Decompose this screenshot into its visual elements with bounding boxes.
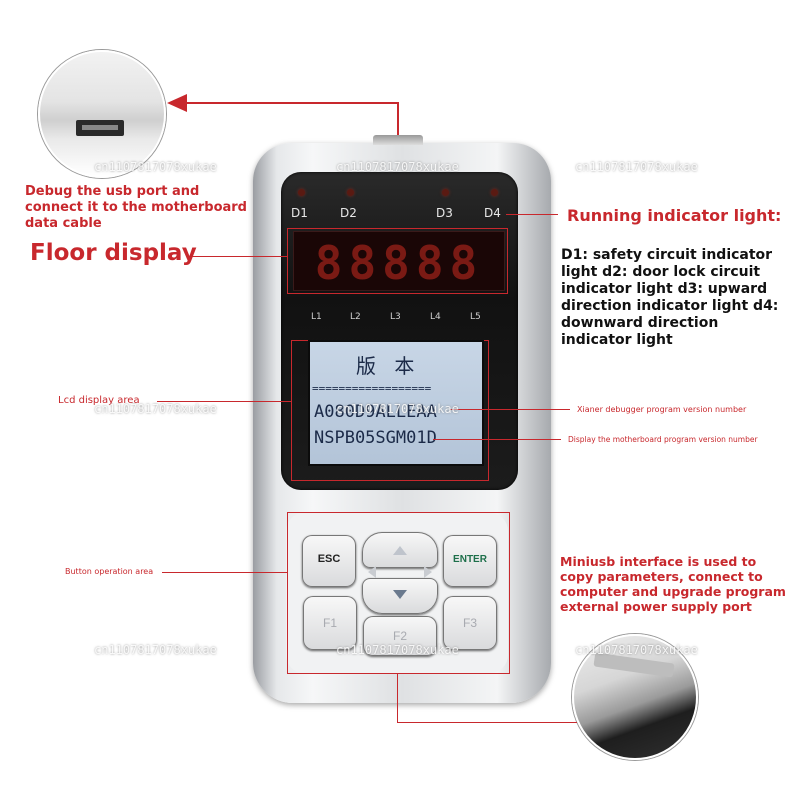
button-area-line bbox=[162, 572, 287, 573]
watermark-4: cn1107817078xukae bbox=[94, 402, 217, 416]
indicator-label-d1: D1 bbox=[291, 206, 308, 220]
miniusb-zoom-circle bbox=[572, 634, 698, 760]
motherboard-version-line bbox=[433, 439, 561, 440]
floor-display-highlight bbox=[287, 228, 508, 294]
indicator-label-d4: D4 bbox=[484, 206, 501, 220]
segment-label-l4: L4 bbox=[430, 312, 441, 322]
usb-arrow-line-v bbox=[397, 102, 399, 140]
left-arrow-icon[interactable] bbox=[368, 566, 376, 578]
usb-port-label: Debug the usb port and connect it to the… bbox=[25, 184, 247, 231]
floor-display: 88888 bbox=[293, 231, 505, 291]
debugger-version-line bbox=[450, 409, 570, 410]
esc-key-label: ESC bbox=[317, 553, 341, 565]
dpad-down-key[interactable] bbox=[362, 578, 438, 614]
segment-label-l1: L1 bbox=[311, 312, 322, 322]
lcd-line-title: 版 本 bbox=[356, 354, 421, 378]
floor-display-value: 88888 bbox=[314, 236, 484, 290]
watermark-3: cn1107817078xukae bbox=[575, 160, 698, 174]
watermark-6: cn1107817078xukae bbox=[94, 643, 217, 657]
f1-key[interactable]: F1 bbox=[303, 596, 357, 650]
running-indicator-title: Running indicator light: bbox=[567, 206, 782, 225]
running-indicator-line bbox=[506, 214, 558, 215]
usb-port-zoom-circle bbox=[38, 50, 166, 178]
f3-key[interactable]: F3 bbox=[443, 596, 497, 650]
usb-port-slot bbox=[373, 135, 423, 145]
watermark-7: cn1107817078xukae bbox=[336, 643, 459, 657]
lcd-line-separator: ================== bbox=[312, 382, 432, 395]
indicator-label-d2: D2 bbox=[340, 206, 357, 220]
lcd-line-motherboard-version: NSPB05SGM01D bbox=[314, 428, 437, 448]
lcd-area-line bbox=[157, 401, 291, 402]
miniusb-line-h bbox=[397, 722, 577, 723]
button-area-label: Button operation area bbox=[65, 567, 154, 576]
up-arrow-icon bbox=[393, 546, 407, 555]
watermark-1: cn1107817078xukae bbox=[94, 160, 217, 174]
enter-key-label: ENTER bbox=[453, 554, 487, 565]
watermark-2: cn1107817078xukae bbox=[336, 160, 459, 174]
indicator-led-d3 bbox=[442, 189, 449, 196]
floor-display-label: Floor display bbox=[30, 240, 197, 266]
f2-key-label: F2 bbox=[392, 629, 407, 643]
segment-label-l5: L5 bbox=[470, 312, 481, 322]
motherboard-version-label: Display the motherboard program version … bbox=[568, 435, 758, 444]
lcd-screen: 版 本 ================== A080D9ALLEAA NSPB… bbox=[308, 340, 484, 466]
indicator-label-d3: D3 bbox=[436, 206, 453, 220]
esc-key[interactable]: ESC bbox=[302, 535, 356, 587]
miniusb-line-v bbox=[397, 673, 398, 723]
segment-label-l3: L3 bbox=[390, 312, 401, 322]
dpad-up-key[interactable] bbox=[362, 532, 438, 568]
miniusb-label: Miniusb interface is used to copy parame… bbox=[560, 554, 786, 614]
indicator-led-d1 bbox=[298, 189, 305, 196]
lcd-line-debugger-version: A080D9ALLEAA bbox=[314, 402, 437, 422]
f3-key-label: F3 bbox=[462, 616, 477, 630]
running-indicator-description: D1: safety circuit indicator light d2: d… bbox=[561, 247, 779, 348]
indicator-led-d4 bbox=[491, 189, 498, 196]
lcd-area-label: Lcd display area bbox=[58, 395, 140, 406]
right-arrow-icon[interactable] bbox=[424, 566, 432, 578]
usb-port-connector bbox=[76, 120, 124, 136]
indicator-led-d2 bbox=[347, 189, 354, 196]
watermark-5: cn1107817078xukae bbox=[336, 402, 459, 416]
f1-key-label: F1 bbox=[322, 616, 337, 630]
down-arrow-icon bbox=[393, 590, 407, 599]
debugger-version-label: Xianer debugger program version number bbox=[577, 405, 747, 414]
f2-key[interactable]: F2 bbox=[363, 616, 437, 656]
usb-arrow-line-h bbox=[186, 102, 398, 104]
floor-display-line bbox=[187, 256, 287, 257]
watermark-8: cn1107817078xukae bbox=[575, 643, 698, 657]
usb-arrow-head bbox=[167, 94, 187, 112]
enter-key[interactable]: ENTER bbox=[443, 535, 497, 587]
segment-label-l2: L2 bbox=[350, 312, 361, 322]
keypad-highlight bbox=[287, 512, 510, 674]
